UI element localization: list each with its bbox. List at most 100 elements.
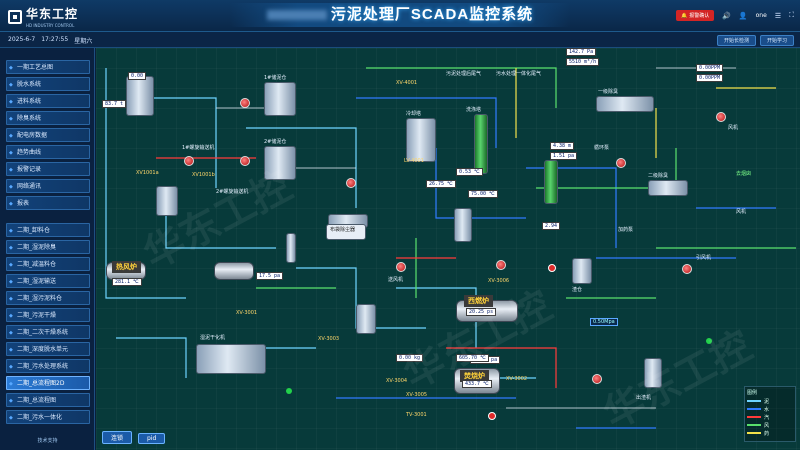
alarm-confirm-button[interactable]: 🔔报警确认: [675, 10, 715, 21]
sidebar-item-2[interactable]: 进料系统: [6, 94, 90, 109]
interlock-button[interactable]: 连锁: [102, 431, 133, 444]
pump-10[interactable]: [682, 264, 692, 274]
label-slag-extractor: 出渣机: [636, 395, 652, 401]
valve-xv3004[interactable]: XV-3004: [386, 378, 408, 384]
pid-button[interactable]: pid: [138, 433, 166, 444]
dryer-furnace[interactable]: [214, 262, 254, 280]
valve-xv4001[interactable]: XV-4001: [396, 80, 418, 86]
legend-swatch: [747, 424, 761, 426]
sidebar-item-7[interactable]: 网络通讯: [6, 179, 90, 194]
label-cooling-tower: 冷却塔: [406, 111, 422, 117]
sidebar-footer[interactable]: 技术支持: [37, 438, 58, 444]
pump-6[interactable]: [616, 158, 626, 168]
pump-5[interactable]: [496, 260, 506, 270]
pump-2[interactable]: [240, 98, 250, 108]
pump-1[interactable]: [184, 156, 194, 166]
label-fan-1: 风机: [728, 125, 739, 131]
valve-xv3003[interactable]: XV-3003: [318, 336, 340, 342]
valve-xv1001b[interactable]: XV1001b: [192, 172, 215, 178]
air-preheater[interactable]: [286, 233, 296, 263]
label-screw-1: 1#螺旋输送机: [182, 145, 215, 151]
hopper-vessel[interactable]: [356, 304, 376, 334]
sidebar-item-17[interactable]: 二期_污水处理系统: [6, 359, 90, 374]
sidebar-nav: 一期工艺总图脱水系统进料系统除臭系统配电房数据趋势曲线报警记录网络通讯报表二期_…: [0, 48, 95, 450]
sidebar-item-3[interactable]: 除臭系统: [6, 111, 90, 126]
legend-row: 药: [747, 429, 793, 437]
valve-xv3001[interactable]: XV-3001: [236, 310, 258, 316]
pump-4[interactable]: [346, 178, 356, 188]
scrubber-tower-1[interactable]: [474, 114, 488, 174]
sidebar-item-15[interactable]: 二期_二次干燥系统: [6, 325, 90, 340]
sidebar-item-5[interactable]: 趋势曲线: [6, 145, 90, 160]
legend-swatch: [747, 416, 761, 418]
fullscreen-icon[interactable]: ⛶: [789, 11, 794, 19]
sidebar-item-13[interactable]: 二期_湿污泥料仓: [6, 291, 90, 306]
readout-r15: 75.00 ℃: [468, 190, 498, 198]
cooling-tower[interactable]: [406, 118, 436, 162]
deodor-unit-1[interactable]: [596, 96, 654, 112]
pump-7[interactable]: [716, 112, 726, 122]
readout-r5: 20.25 ps: [466, 308, 497, 316]
sidebar-item-4[interactable]: 配电房数据: [6, 128, 90, 143]
readout-r20: 2.94: [542, 222, 561, 230]
sludge-dryer[interactable]: [196, 344, 266, 374]
label-scrubber: 洗涤塔: [466, 107, 482, 113]
sidebar-item-12[interactable]: 二期_湿泥输送: [6, 274, 90, 289]
sidebar-item-9[interactable]: 二期_卸料仓: [6, 223, 90, 238]
readout-r11: 4.38 m: [550, 142, 575, 150]
label-induced-fan: 引风机: [696, 255, 712, 261]
readout-r2: 83.7 t: [102, 100, 127, 108]
alarm-bell-icon: 🔔: [680, 12, 688, 19]
pump-8[interactable]: [396, 262, 406, 272]
sidebar-item-19[interactable]: 二期_总流程图: [6, 393, 90, 408]
sidebar-item-6[interactable]: 报警记录: [6, 162, 90, 177]
pump-3[interactable]: [240, 156, 250, 166]
valve-lv4001[interactable]: LV-4001: [404, 158, 424, 164]
sidebar-item-1[interactable]: 脱水系统: [6, 77, 90, 92]
legend-row: 汽: [747, 413, 793, 421]
sidebar-item-0[interactable]: 一期工艺总图: [6, 60, 90, 75]
label-deodor-2: 二级除臭: [648, 173, 669, 179]
sidebar-item-8[interactable]: 报表: [6, 196, 90, 211]
tab-start-learn[interactable]: 开始学习: [759, 35, 794, 46]
readout-r10: 5510 m³/h: [566, 58, 600, 66]
cyclone-separator[interactable]: [156, 186, 178, 216]
legend-label: 汽: [764, 414, 770, 421]
sidebar-item-18[interactable]: 二期_总流程图2D: [6, 376, 90, 391]
redacted-block: [266, 10, 327, 21]
valve-xv3002[interactable]: XV-3002: [506, 376, 528, 382]
sound-icon[interactable]: 🔊: [722, 11, 731, 20]
valve-xv3005[interactable]: XV-3005: [406, 392, 428, 398]
label-silo-2: 2#储泥仓: [264, 139, 287, 145]
pump-9[interactable]: [592, 374, 602, 384]
storage-tank-2[interactable]: [264, 82, 296, 116]
deodor-unit-2[interactable]: [648, 180, 688, 196]
valve-tv3001[interactable]: TV-3001: [406, 412, 427, 418]
legend-title: 图例: [747, 390, 758, 396]
readout-r8: 0.00PPM: [696, 74, 724, 82]
valve-xv3006[interactable]: XV-3006: [488, 278, 510, 284]
legend-label: 水: [764, 406, 770, 413]
water-tank[interactable]: [454, 208, 472, 242]
tab-start-detect[interactable]: 开始长检测: [716, 35, 756, 46]
ash-bin[interactable]: [572, 258, 592, 284]
scrubber-tower-2[interactable]: [544, 160, 558, 204]
label-screw-2: 2#螺旋输送机: [216, 189, 249, 195]
readout-r1: 0.00: [128, 72, 147, 80]
sidebar-item-16[interactable]: 二期_深度脱水单元: [6, 342, 90, 357]
legend-swatch: [747, 432, 761, 434]
label-silo-1: 1#储泥仓: [264, 75, 287, 81]
sidebar-item-11[interactable]: 二期_减温料仓: [6, 257, 90, 272]
sidebar-item-14[interactable]: 二期_污泥干燥: [6, 308, 90, 323]
label-fan-2: 风机: [736, 209, 747, 215]
storage-tank-1[interactable]: [126, 76, 154, 116]
storage-tank-3[interactable]: [264, 146, 296, 180]
sidebar-item-20[interactable]: 二期_污水一体化: [6, 410, 90, 425]
menu-icon[interactable]: ☰: [774, 11, 782, 20]
slag-silo[interactable]: [644, 358, 662, 388]
legend-panel: 图例 泥水汽风药: [744, 386, 796, 442]
user-icon[interactable]: 👤: [738, 11, 748, 20]
sidebar-item-10[interactable]: 二期_湿泥除臭: [6, 240, 90, 255]
bag-filter-housing[interactable]: [326, 224, 366, 240]
valve-xv1001a[interactable]: XV1001a: [136, 170, 159, 176]
